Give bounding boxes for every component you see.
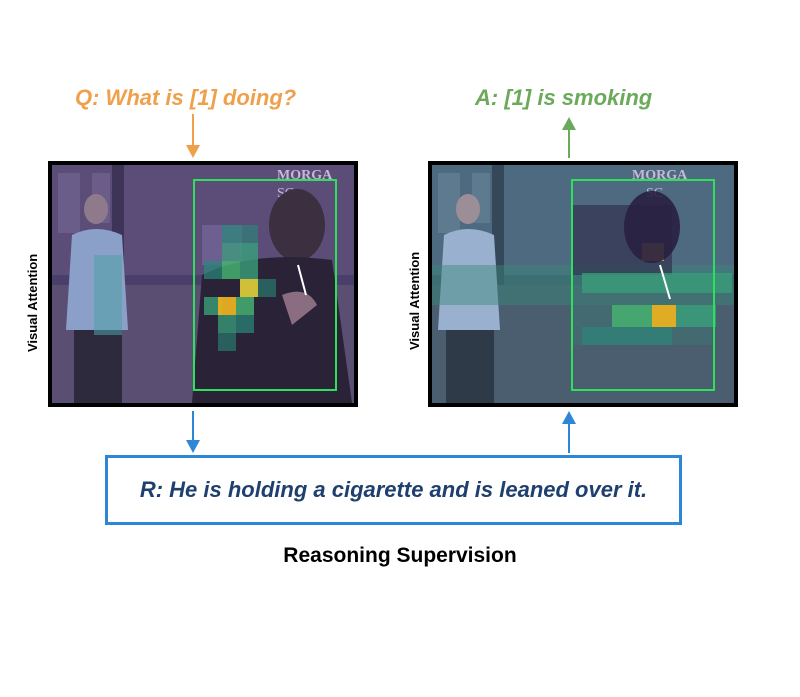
right-attention-panel: MORGA SC xyxy=(428,161,738,407)
bounding-box-right xyxy=(571,179,715,391)
left-attention-panel: MORGA SC xyxy=(48,161,358,407)
hand-left xyxy=(282,291,317,325)
cigarette-left xyxy=(297,264,307,296)
person-coat-right xyxy=(192,257,352,403)
person-head-left xyxy=(84,194,108,224)
visual-attention-label-right: Visual Attention xyxy=(407,251,422,350)
person-head-right xyxy=(269,189,325,261)
left-attention-image: MORGA SC xyxy=(52,165,354,403)
question-label: Q: What is [1] doing? xyxy=(75,85,297,110)
bounding-box-left xyxy=(193,179,337,391)
attention-heatmap-left xyxy=(204,225,276,351)
reasoning-text: R: He is holding a cigarette and is lean… xyxy=(139,477,648,502)
reasoning-supervision-caption: Reasoning Supervision xyxy=(283,544,517,567)
reasoning-down-arrow xyxy=(186,411,200,453)
person-shirt-right-panel xyxy=(438,229,500,330)
visual-attention-label-left: Visual Attention xyxy=(25,253,40,352)
right-attention-image: MORGA SC xyxy=(432,165,734,403)
question-arrow xyxy=(186,114,200,158)
answer-arrow xyxy=(562,117,576,158)
reasoning-box: R: He is holding a cigarette and is lean… xyxy=(105,455,682,525)
cigarette-right xyxy=(659,264,671,300)
attention-heatmap-right xyxy=(432,205,734,345)
answer-label: A: [1] is smoking xyxy=(475,85,653,110)
reasoning-up-arrow xyxy=(562,411,576,453)
